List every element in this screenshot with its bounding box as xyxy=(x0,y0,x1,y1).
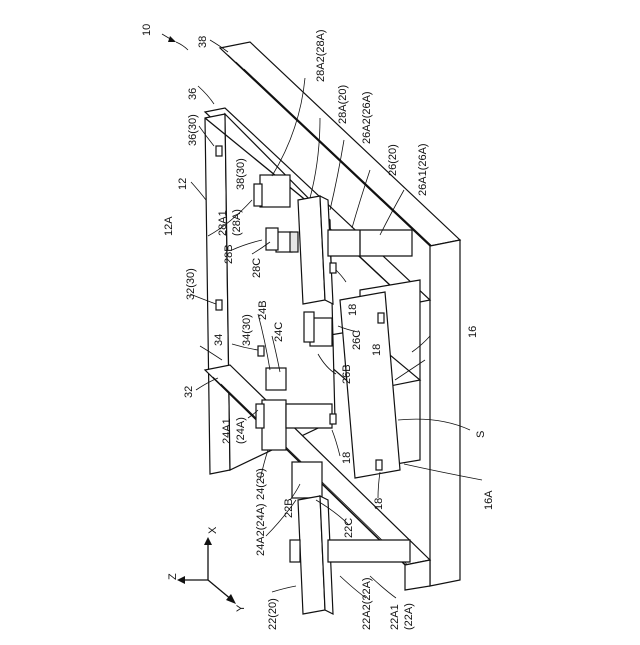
label-18-b: 18 xyxy=(371,344,383,356)
label-22c: 22C xyxy=(343,518,355,538)
axis-label-x: X xyxy=(207,526,219,534)
label-32-30: 32(30) xyxy=(185,268,197,300)
label-34-30: 34(30) xyxy=(241,314,253,346)
label-36: 36 xyxy=(187,88,199,100)
axis-label-z: Z xyxy=(167,573,179,580)
label-18-c: 18 xyxy=(341,452,353,464)
label-26a1-26a: 26A1(26A) xyxy=(417,143,429,196)
label-38-30: 38(30) xyxy=(235,158,247,190)
label-12a: 12A xyxy=(163,216,175,236)
label-ref: 10 xyxy=(141,24,153,36)
label-26c: 26C xyxy=(351,330,363,350)
label-16a: 16A xyxy=(483,490,495,510)
label-28a1: 28A1 xyxy=(217,210,229,236)
label-26b: 26B xyxy=(341,364,353,384)
label-24a2-24a: 24A2(24A) xyxy=(255,503,267,556)
label-28a2-28a: 28A2(28A) xyxy=(315,29,327,82)
label-26-20: 26(20) xyxy=(387,144,399,176)
label-28a-20: 28A(20) xyxy=(337,85,349,124)
label-24-20: 24(20) xyxy=(255,468,267,500)
label-26a2-26a: 26A2(26A) xyxy=(361,91,373,144)
label-24a1: 24A1 xyxy=(221,418,233,444)
label-28c: 28C xyxy=(251,258,263,278)
label-28b: 28B xyxy=(223,244,235,264)
label-34: 34 xyxy=(213,334,225,346)
label-24b: 24B xyxy=(257,300,269,320)
label-38: 38 xyxy=(197,36,209,48)
ref-arrow-head xyxy=(168,36,176,42)
label-22a2-22a: 22A2(22A) xyxy=(361,577,373,630)
label-32: 32 xyxy=(183,386,195,398)
label-28a-paren: (28A) xyxy=(231,209,243,236)
label-18-d: 18 xyxy=(373,498,385,510)
label-22b: 22B xyxy=(283,498,295,518)
label-24a-paren: (24A) xyxy=(235,417,247,444)
label-22a-paren: (22A) xyxy=(403,603,415,630)
label-18-a: 18 xyxy=(347,304,359,316)
gantry-22 xyxy=(290,496,410,614)
label-36-30: 36(30) xyxy=(187,114,199,146)
label-12: 12 xyxy=(177,178,189,190)
label-22a1: 22A1 xyxy=(389,604,401,630)
label-24c: 24C xyxy=(273,322,285,342)
label-22-20: 22(20) xyxy=(267,598,279,630)
axis-indicator xyxy=(177,537,236,604)
axis-label-y: Y xyxy=(235,604,247,612)
label-16: 16 xyxy=(467,326,479,338)
label-s: S xyxy=(475,431,487,438)
